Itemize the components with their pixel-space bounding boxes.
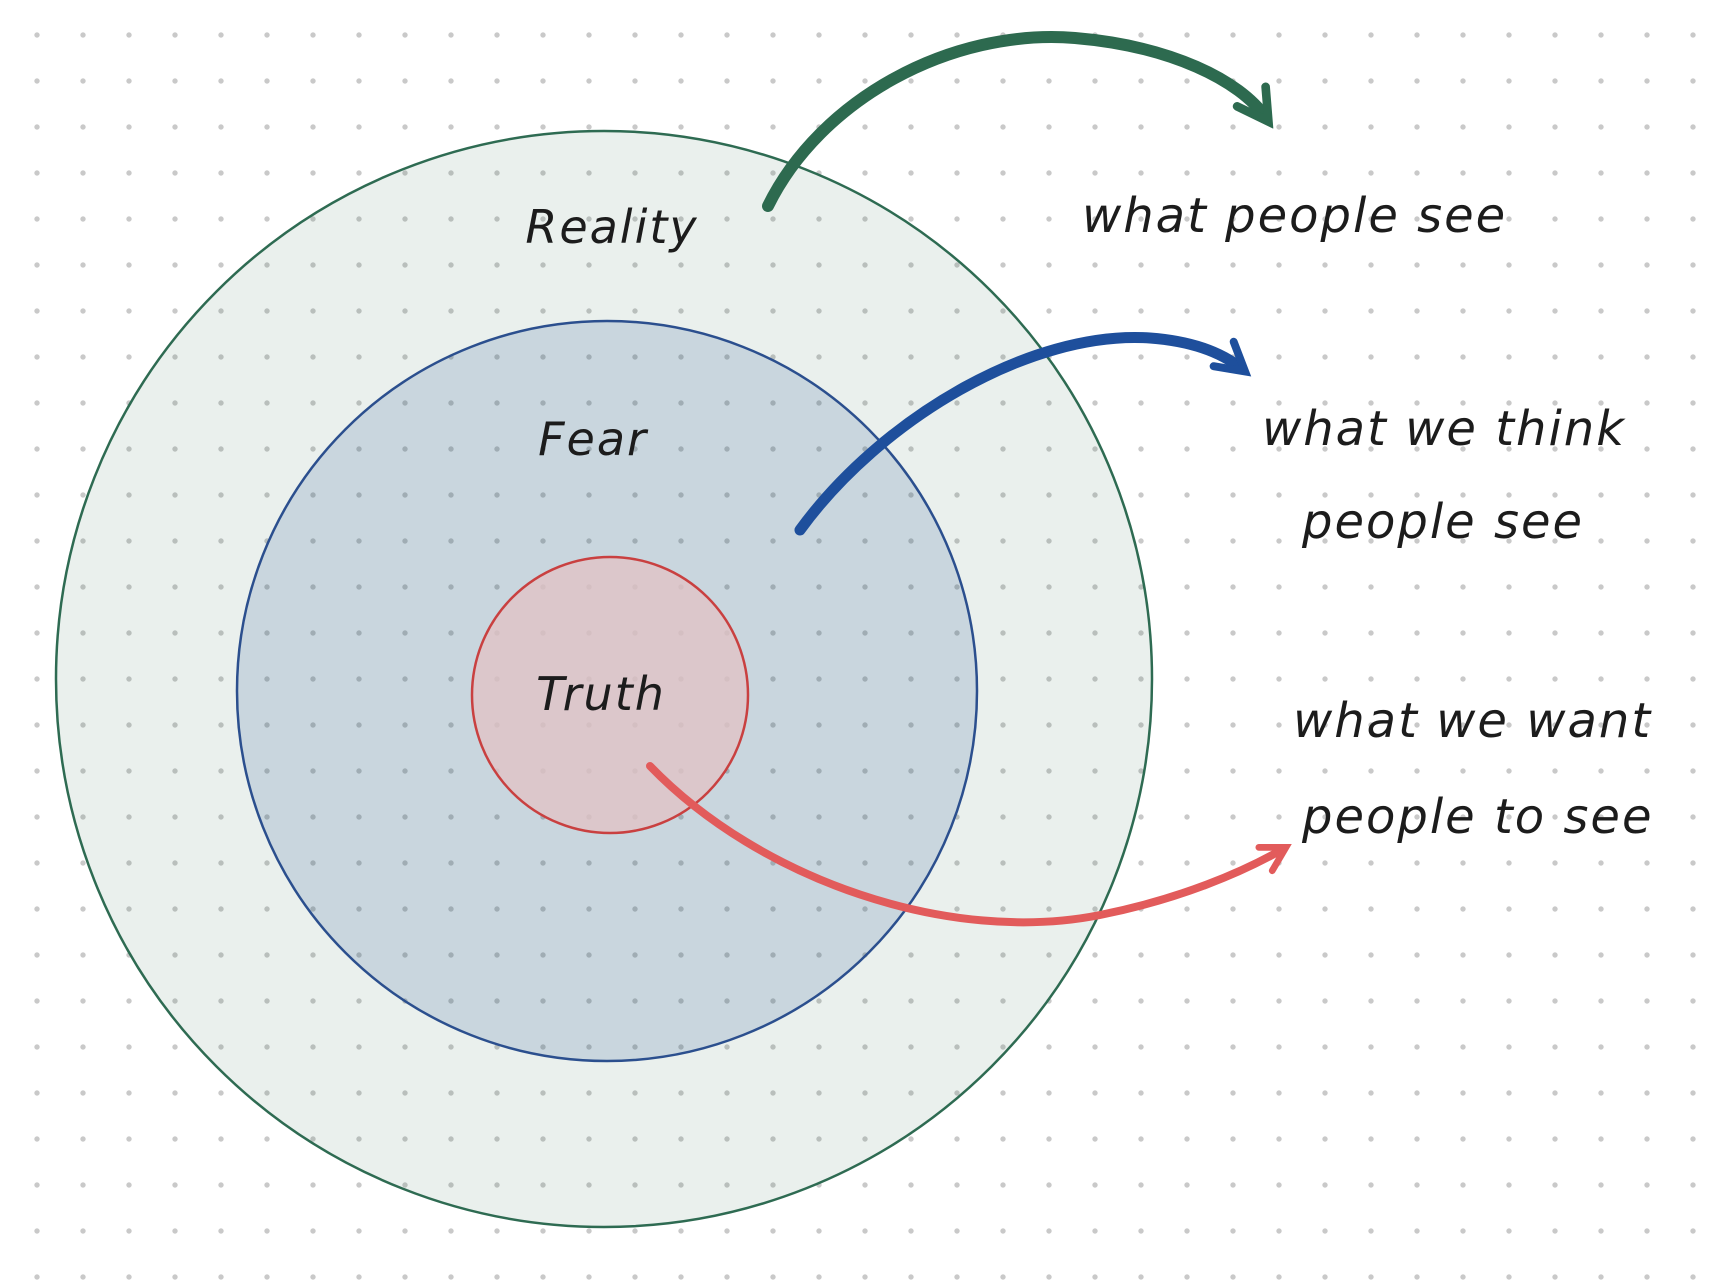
what-people-see-note: what people see [1082, 188, 1507, 244]
reality-label: Reality [525, 200, 698, 254]
truth-label: Truth [536, 667, 666, 721]
reality-arrow [762, 31, 1274, 212]
truth-arrow [646, 762, 1292, 927]
fear-label: Fear [538, 412, 649, 466]
truth-circle [470, 555, 750, 835]
what-we-think-note-line2: people see [1301, 494, 1584, 550]
what-we-want-note-line1: what we want [1293, 693, 1652, 749]
fear-arrow [794, 332, 1252, 536]
what-we-want-note-line2: people to see [1301, 789, 1653, 845]
what-we-think-note-line1: what we think [1262, 401, 1626, 457]
